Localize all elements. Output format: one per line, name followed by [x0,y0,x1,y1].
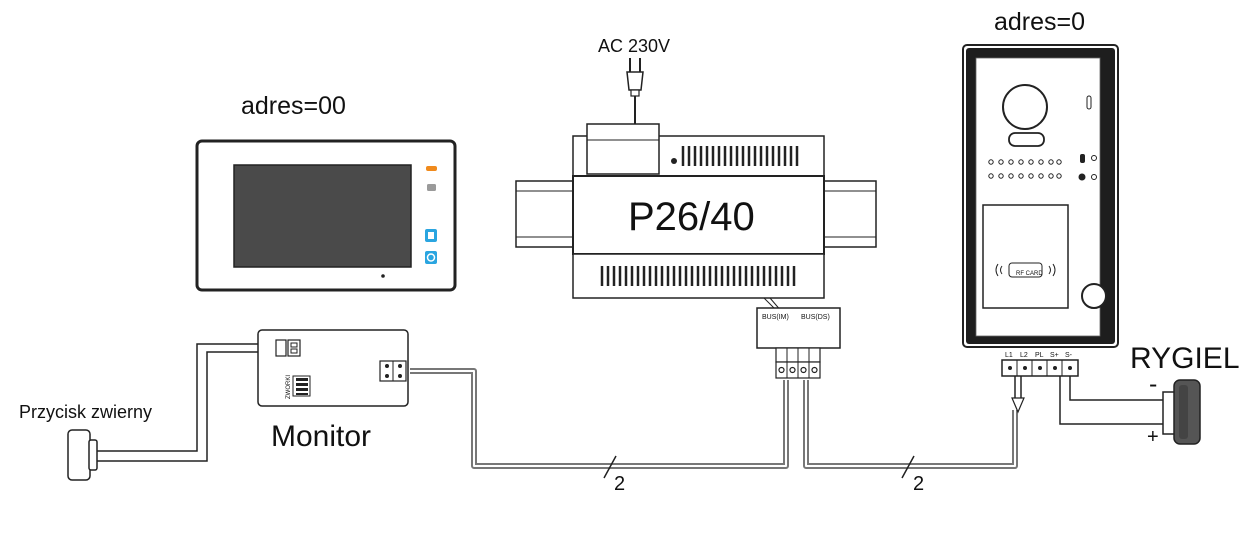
wire-p26-to-door-station [803,380,1018,469]
side-indicator-icon [1086,95,1092,110]
wire-count-mark-right [901,455,915,479]
door-button-connector [275,339,287,357]
camera-light-icon [1008,132,1045,147]
terminal-screws [1008,366,1072,370]
terminal-labels: L1 L2 PL S+ S- [1005,352,1073,359]
status-led-icon [426,166,437,171]
power-unit-body [572,175,825,255]
wire-p26-to-door-station-inner [805,380,1016,467]
terminal-label-s-plus: S+ [1050,352,1059,359]
indoor-monitor [195,139,457,292]
wire-count-left-label: 2 [614,473,625,495]
door-button [67,429,98,481]
door-station [962,44,1119,377]
monitor-module-board [257,329,409,407]
wire-monitor-to-p26-inner [410,370,787,467]
terminal-label-l1: L1 [1005,352,1013,359]
terminal-label-s-minus: S- [1065,352,1073,359]
jumpers-label: ZWORKI [286,375,292,399]
lock-label: RYGIEL [1130,342,1240,375]
door-button-label: Przycisk zwierny [19,402,152,422]
call-button-icon [1081,283,1107,309]
ac-terminal-cover [586,123,660,175]
unlock-button-icon [425,251,437,264]
power-supply-unit [515,58,877,379]
status-icons [1078,154,1097,181]
monitor-module-label: Monitor [271,420,371,453]
bus-ds-label: BUS(DS) [801,314,830,321]
rf-card-reader [982,204,1069,309]
door-station-wire-connector [1011,397,1025,414]
microphone-icon [381,274,385,278]
wire-count-right-label: 2 [913,473,924,495]
lock-plus-label: + [1147,426,1159,448]
door-button-wires [96,343,276,462]
power-unit-model-label: P26/40 [628,195,755,239]
electric-lock [1162,379,1201,445]
lock-minus-label: - [1149,370,1157,398]
power-supply-label: AC 230V [598,36,670,56]
monitor-address-label: adres=00 [241,92,346,120]
indicator-led-icon [427,184,436,191]
bus-terminal-screws [775,347,821,379]
camera-icon [1002,84,1048,130]
vent-bottom [600,266,796,286]
wire-monitor-to-p26 [410,368,789,469]
rf-wave-icon [995,263,1056,277]
terminal-label-pl: PL [1035,352,1044,359]
terminal-label-l2: L2 [1020,352,1028,359]
bus-im-label: BUS(IM) [762,314,789,321]
monitor-screen [233,164,412,268]
speaker-grille [988,159,1062,179]
rf-card-label: RF CARD [1016,271,1043,277]
ac-plug-icon [626,58,644,124]
door-station-address-label: adres=0 [994,8,1085,36]
bus-terminal-block [756,307,841,349]
vent-top [681,146,799,166]
wire-count-mark-left [603,455,617,479]
lock-wires [1014,376,1172,425]
